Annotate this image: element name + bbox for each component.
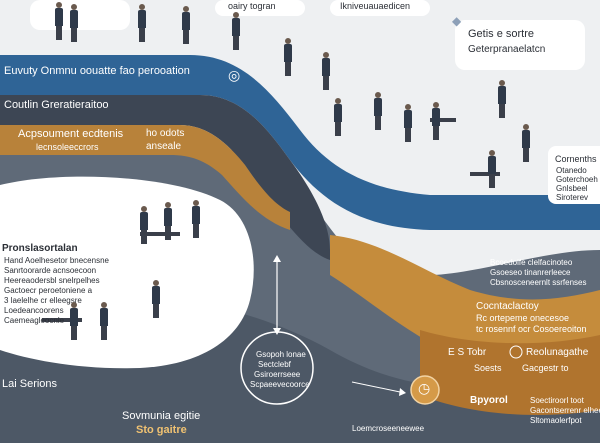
person-figure (140, 206, 148, 244)
blue-band-label: Euvuty Onmnu oouatte fao perooation (4, 65, 190, 77)
bottom-label-2: Sto gaitre (136, 424, 187, 436)
tag-icon: ◆ (452, 14, 462, 28)
gold-panel-head-1: Cocntaclactoy (476, 301, 539, 312)
bottom-gold-line: Sltomaolerfpot (530, 416, 582, 425)
gold-sweep (330, 235, 600, 369)
person-figure (70, 4, 78, 42)
person-figure (488, 150, 496, 188)
bottom-arrow-text: Loemcroseeneewee (352, 424, 425, 433)
circle-line: Sectclebf (258, 360, 291, 369)
person-figure (70, 302, 78, 340)
person-figure (522, 124, 530, 162)
gold-band-side-1: ho odots (146, 128, 185, 139)
right-title-2: Geterpranaelatcn (468, 44, 546, 55)
person-figure (498, 80, 506, 118)
globe-icon: ◎ (228, 68, 241, 84)
left-card-line: Loedeancoorens (4, 306, 64, 315)
right-card-item: Gnlsbeel (556, 184, 588, 193)
bottom-label-1: Sovmunia egitie (122, 410, 201, 422)
bottom-gold-line: Gacontserrenr elheeri (530, 406, 600, 415)
top-tag-right: Ikniveuauaedicen (340, 1, 411, 11)
gold-row-1a: E S Tobr (448, 347, 487, 358)
left-card-line: Gactoecr peroetoniene a (4, 286, 93, 295)
left-card-line: Sanrtoorarde acnsoecoon (4, 266, 97, 275)
gold-band-side-2: anseale (146, 141, 182, 152)
right-card-title: Cornenths (555, 154, 597, 164)
left-card-line: 3 laelelhe cr elleegsre (4, 296, 82, 305)
top-tag-left: oairy togran (228, 1, 276, 11)
right-card-item: Siroterev (556, 193, 589, 202)
left-bottom-label: Lai Serions (2, 378, 58, 390)
person-figure (55, 2, 63, 40)
person-figure (152, 280, 160, 318)
right-title-1: Getis e sortre (468, 28, 535, 40)
person-figure (404, 104, 412, 142)
dark-band (0, 95, 330, 260)
circle-line: Scpaeevecoorce (250, 380, 310, 389)
right-card-item: Otanedo (556, 166, 587, 175)
blue-band (0, 55, 600, 230)
gold-sweep-lower (420, 330, 600, 415)
circle-line: Gsiroerrseee (254, 370, 301, 379)
person-figure (322, 52, 330, 90)
gold-panel-head-3: tc rosennf ocr Cosoereoiton (476, 324, 587, 334)
person-figure (284, 38, 292, 76)
right-card-item: Goterchoeh (556, 175, 598, 184)
mid-line: Gsoeseo tinanrerleece (490, 268, 571, 277)
person-figure (138, 4, 146, 42)
gold-band-label-1: Acpsoument ecdtenis (18, 128, 124, 140)
person-figure (334, 98, 342, 136)
clock-icon: ◷ (418, 381, 431, 397)
dark-band-label: Coutlin Greratieraitoo (4, 99, 109, 111)
person-figure (432, 102, 440, 140)
mid-line: Cbsnosceneernlt ssrfenses (490, 278, 587, 287)
person-figure (192, 200, 200, 238)
gold-row-1b: Reolunagathe (526, 347, 589, 358)
left-card-line: Heereaodersbl snelrpelhes (4, 276, 100, 285)
person-figure (100, 302, 108, 340)
gold-row-2b: Gacgestr to (522, 363, 569, 373)
left-card-title: Pronslasortalan (2, 243, 78, 254)
gold-band-left (0, 125, 290, 230)
bottom-gold-line: Soectiroorl toot (530, 396, 584, 405)
gold-row-2a: Soests (474, 363, 502, 373)
person-figure (164, 202, 172, 240)
bottom-gold-title: Bpyorol (470, 395, 508, 406)
left-card-line: Hand Aoelhesetor bnecensne (4, 256, 109, 265)
person-figure (232, 12, 240, 50)
person-figure (182, 6, 190, 44)
mid-line: Bcoedolfe clelfacinoteo (490, 258, 573, 267)
circle-line: Gsopoh lonae (256, 350, 306, 359)
gold-band-label-2: lecnsoleeccrors (36, 142, 99, 152)
person-figure (374, 92, 382, 130)
left-card-line: Caemeagleocnle (4, 316, 65, 325)
gold-panel-head-2: Rc ortepeme onecesoe (476, 313, 570, 323)
